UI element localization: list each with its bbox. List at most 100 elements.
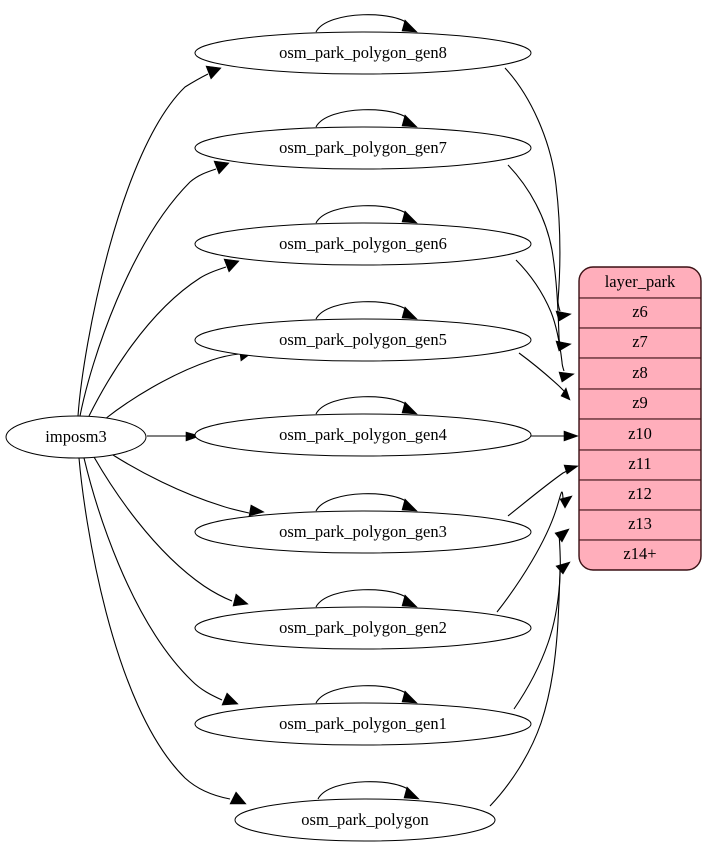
self-loop-edges [315,14,420,800]
table-row-label-z8: z8 [632,363,648,382]
table-row-label-z6: z6 [632,302,648,321]
edge-gen7-to-z7 [507,164,572,352]
table-row-label-z13: z13 [628,514,652,533]
table-row-label-z12: z12 [628,484,652,503]
self-loop-path [317,781,413,800]
node-shape-ellipse[interactable] [194,702,532,746]
edge-osm-park-polygon-to-z14 [489,561,571,807]
arrow-head-icon [213,160,230,175]
arrow-head-icon [248,504,265,517]
node-osm-park-polygon-gen5[interactable]: osm_park_polygon_gen5 [194,318,532,362]
node-label-osm-park-polygon-gen6: osm_park_polygon_gen6 [279,234,447,253]
edges-to-layer-park [489,67,579,807]
arrow-head-icon [401,19,418,33]
self-loop-path [315,301,411,320]
arrow-head-icon [401,210,418,224]
node-osm-park-polygon-gen6[interactable]: osm_park_polygon_gen6 [194,222,532,266]
edge-path [104,353,240,420]
node-osm-park-polygon-gen3[interactable]: osm_park_polygon_gen3 [194,510,532,554]
self-loop-path [315,109,411,128]
node-shape-ellipse[interactable] [194,318,532,362]
edge-imposm3-to-osm-park-polygon [78,457,247,805]
self-loop-gen7 [315,109,418,128]
node-osm-park-polygon[interactable]: osm_park_polygon [234,798,496,842]
edge-imposm3-to-gen7 [79,160,230,417]
table-row-label-z10: z10 [628,424,652,443]
table-row-cell-z6[interactable] [579,297,701,329]
edge-gen2-to-z12 [496,491,573,613]
edge-imposm3-to-gen6 [88,258,240,417]
edge-imposm3-to-gen1 [83,457,239,706]
edge-path [79,168,217,417]
table-row-cell-z7[interactable] [579,327,701,359]
node-shape-ellipse[interactable] [194,606,532,650]
node-osm-park-polygon-gen7[interactable]: osm_park_polygon_gen7 [194,126,532,170]
edge-gen4-to-z10 [531,430,579,442]
table-row-cell-z14plus[interactable] [579,539,701,570]
arrow-head-icon [559,495,573,509]
node-shape-ellipse[interactable] [194,31,532,75]
node-label-osm-park-polygon-gen2: osm_park_polygon_gen2 [279,618,447,637]
node-osm-park-polygon-gen2[interactable]: osm_park_polygon_gen2 [194,606,532,650]
edge-path [83,457,223,701]
node-osm-park-polygon-gen4[interactable]: osm_park_polygon_gen4 [194,413,532,457]
edge-path [88,266,227,417]
table-row-cell-z9[interactable] [579,388,701,420]
arrow-head-icon [401,401,418,415]
arrow-head-icon [229,791,247,805]
self-loop-path [315,205,411,224]
table-row-label-z14plus: z14+ [623,544,656,563]
node-shape-ellipse[interactable] [194,126,532,170]
self-loop-gen1 [315,685,418,704]
node-shape-ellipse[interactable] [234,798,496,842]
node-label-osm-park-polygon-gen7: osm_park_polygon_gen7 [279,138,447,157]
node-osm-park-polygon-gen1[interactable]: osm_park_polygon_gen1 [194,702,532,746]
self-loop-gen6 [315,205,418,224]
arrow-head-icon [205,65,222,80]
table-header-label: layer_park [605,272,676,291]
node-shape-ellipse[interactable] [194,222,532,266]
arrow-head-icon [558,371,575,383]
self-loop-gen8 [315,14,418,33]
edge-path [518,352,566,393]
node-osm-park-polygon-gen8[interactable]: osm_park_polygon_gen8 [194,31,532,75]
arrow-head-icon [555,340,572,352]
node-shape-ellipse[interactable] [194,510,532,554]
node-shape-ellipse[interactable] [5,415,147,459]
edge-imposm3-to-gen4 [147,431,201,442]
node-label-osm-park-polygon: osm_park_polygon [301,810,428,829]
arrow-head-icon [555,310,572,322]
edge-imposm3-to-gen8 [77,65,222,417]
arrow-head-icon [401,690,418,704]
table-row-label-z9: z9 [632,393,648,412]
self-loop-gen4 [315,396,418,415]
arrow-head-icon [401,114,418,128]
arrow-head-icon [563,430,579,442]
edge-path [77,73,209,417]
edge-path [489,565,561,807]
node-imposm3[interactable]: imposm3 [5,415,147,459]
table-row-label-z7: z7 [632,332,648,351]
table-row-label-z11: z11 [628,454,651,473]
node-shape-ellipse[interactable] [194,413,532,457]
edge-gen8-to-z6 [504,67,572,322]
node-label-osm-park-polygon-gen8: osm_park_polygon_gen8 [279,43,447,62]
arrow-head-icon [560,387,571,401]
self-loop-path [315,396,411,415]
node-layer-park-table[interactable]: layer_park z6 z7 z8 z9 z10 z11 z12 z13 z… [578,266,702,571]
edge-path [112,454,250,514]
edge-gen6-to-z8 [515,259,575,383]
self-loop-gen2 [315,589,418,608]
self-loop-path [315,685,411,704]
edge-gen5-to-z9 [518,352,571,401]
edge-imposm3-to-gen2 [93,456,249,607]
edge-path [513,532,561,710]
arrow-head-icon [563,464,579,475]
table-row-cell-z8[interactable] [579,357,701,390]
self-loop-path [315,14,411,33]
node-label-imposm3: imposm3 [45,427,106,446]
self-loop-gen5 [315,301,418,320]
edge-path [507,469,570,517]
